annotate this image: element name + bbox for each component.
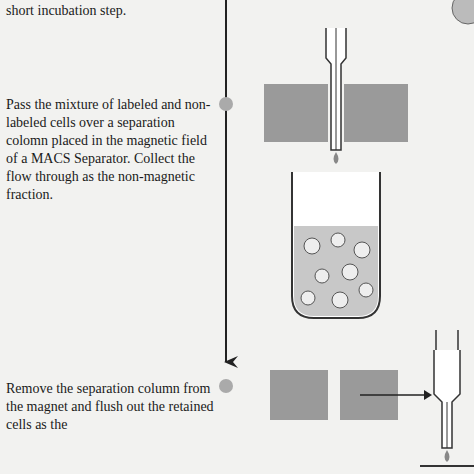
- step-dot: [219, 379, 233, 393]
- step-text: Remove the separation column from the ma…: [6, 380, 218, 434]
- arrow-head: [424, 390, 432, 400]
- magnet-block: [264, 84, 328, 142]
- magnet-block: [344, 84, 408, 142]
- tube-rim: [420, 465, 474, 467]
- timeline-arrow: [225, 0, 227, 362]
- step-text: Pass the mixture of labeled and non-labe…: [6, 96, 218, 204]
- cells: [301, 233, 373, 308]
- magnet-block: [270, 370, 328, 420]
- column-axis: [447, 402, 448, 448]
- step-text: short incubation step.: [6, 2, 216, 20]
- liquid: [294, 226, 378, 316]
- separation-column: [326, 28, 346, 150]
- drop: [445, 450, 450, 462]
- step-dot: [219, 97, 233, 111]
- separation-column: [434, 350, 460, 448]
- test-tube: [292, 172, 380, 318]
- removal-arrow: [360, 394, 424, 396]
- cell-icon: [452, 0, 474, 24]
- drop: [334, 152, 339, 164]
- column-axis: [336, 28, 337, 150]
